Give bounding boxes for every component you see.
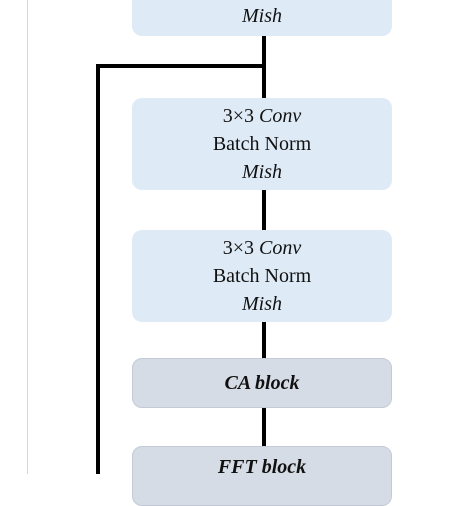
fft-block-label: FFT block — [217, 456, 307, 478]
conv-block-1-activation: Mish — [242, 161, 282, 183]
top-block-activation: Mish — [242, 5, 282, 27]
trunk-wire-3 — [262, 322, 266, 358]
ca-block-label: CA block — [224, 372, 300, 394]
conv-block-1-norm: Batch Norm — [212, 133, 312, 155]
conv-block-2-norm: Batch Norm — [212, 265, 312, 287]
conv-block-2-conv-line: 3×3 Conv — [222, 237, 302, 259]
trunk-wire-2 — [262, 190, 266, 230]
trunk-wire-1 — [262, 36, 266, 98]
conv-block-2: 3×3 Conv Batch Norm Mish — [132, 230, 392, 322]
fft-block: FFT block — [132, 446, 392, 506]
page-edge — [0, 0, 28, 474]
ca-block: CA block — [132, 358, 392, 408]
skip-connection-left-wire — [96, 64, 100, 474]
conv-block-2-activation: Mish — [242, 293, 282, 315]
skip-connection-top-wire — [96, 64, 266, 68]
trunk-wire-4 — [262, 408, 266, 446]
conv-block-1: 3×3 Conv Batch Norm Mish — [132, 98, 392, 190]
top-conv-block: Mish — [132, 0, 392, 36]
conv-block-1-conv-line: 3×3 Conv — [222, 105, 302, 127]
